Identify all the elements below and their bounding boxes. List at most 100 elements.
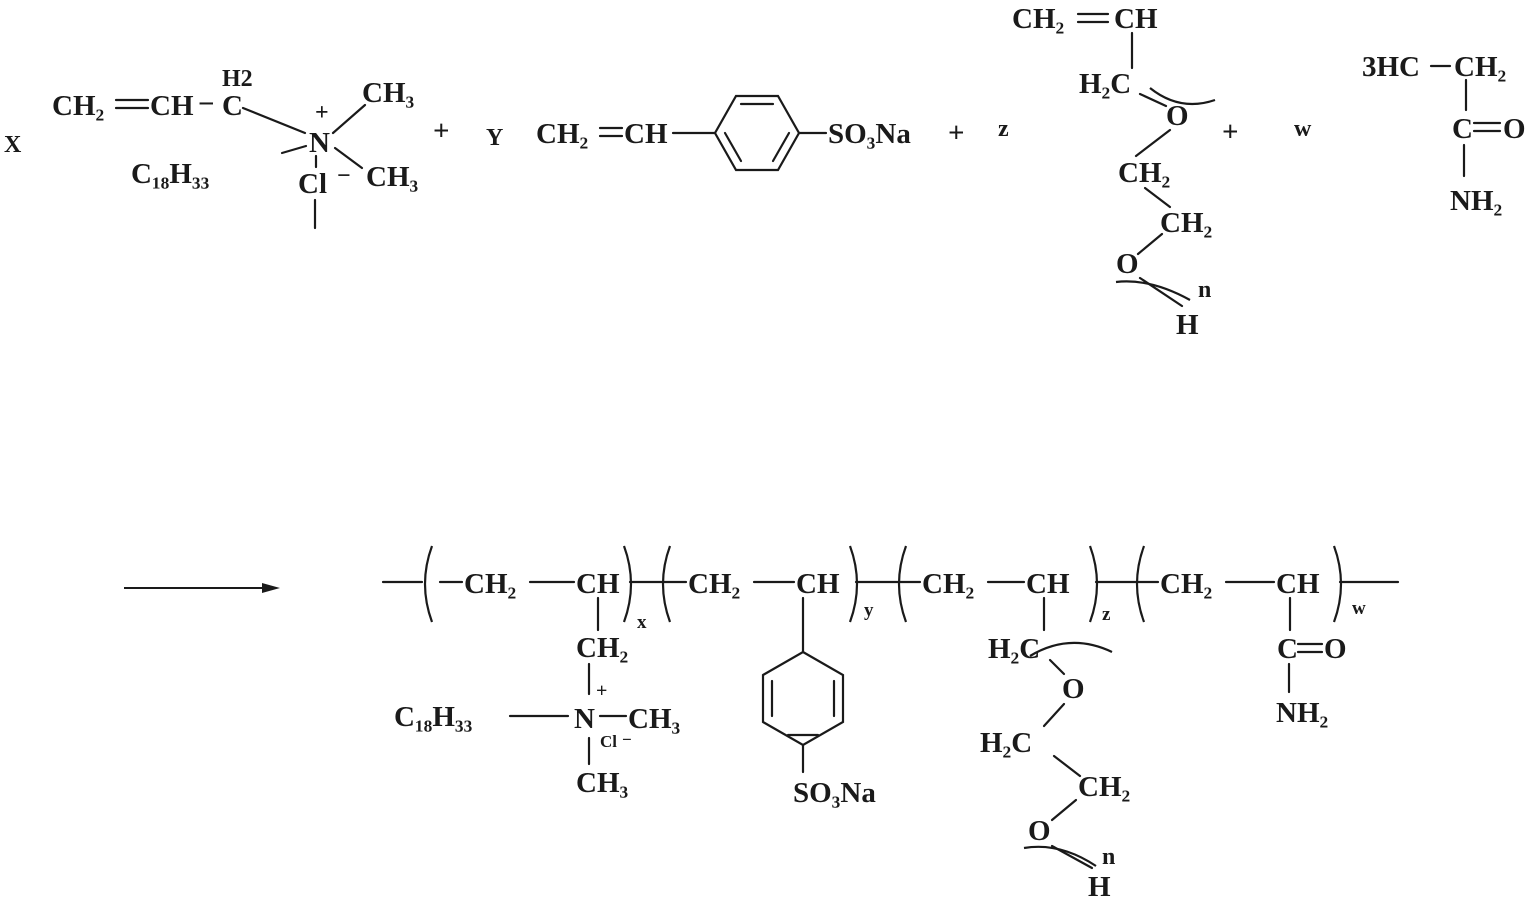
label-n: N <box>309 127 330 159</box>
bond-o1-h2c <box>1042 702 1066 728</box>
label-ch2-vinyl: CH₂ <box>1012 3 1064 35</box>
benzene-ring <box>713 94 801 172</box>
label-ch: CH <box>796 568 840 600</box>
coefficient-w: w <box>1294 116 1312 142</box>
paren-close-x <box>622 545 633 623</box>
label-ch2: CH₂ <box>464 568 516 600</box>
label-ch: CH <box>150 90 194 122</box>
repeat-paren-left <box>1149 87 1216 106</box>
paren-open-z <box>897 545 908 623</box>
bond-ch2-ch2 <box>1143 186 1172 209</box>
bond-c-o1 <box>1138 92 1168 108</box>
plus-2: + <box>948 117 965 149</box>
label-ch2: CH₂ <box>1454 51 1506 83</box>
label-so3na: SO₃Na <box>793 777 876 809</box>
label-n: N <box>574 703 595 735</box>
label-h2c-1: H₂C <box>988 633 1040 665</box>
label-h: H <box>1088 871 1111 902</box>
benzene-ring <box>761 650 845 747</box>
paren-close-w <box>1332 545 1343 623</box>
label-h: H <box>1176 309 1199 341</box>
repeat-paren-right <box>1115 280 1191 301</box>
label-ch2-vinyl: CH₂ <box>536 118 588 150</box>
label-3hc: 3HC <box>1362 51 1420 83</box>
label-ch: CH <box>576 568 620 600</box>
plus-charge: + <box>315 100 329 126</box>
product-copolymer: CH₂ CH x CH₂ CH y CH₂ CH z CH₂ CH w CH₂ … <box>381 545 1400 902</box>
bond-n-ch3-top <box>331 103 367 135</box>
label-ch2-a: CH₂ <box>1118 157 1170 189</box>
paren-open-w <box>1135 545 1146 623</box>
label-h2c-2: H₂C <box>980 727 1032 759</box>
plus-charge: + <box>596 680 607 702</box>
paren-open-y <box>661 545 672 623</box>
bond-h2c-o1 <box>1048 658 1066 676</box>
label-c: C <box>1452 113 1473 145</box>
bond-ch2-o2 <box>1136 232 1164 256</box>
label-nh2: NH₂ <box>1450 185 1502 217</box>
paren-close-y <box>848 545 859 623</box>
paren-open-x <box>423 545 434 623</box>
label-ch2-b: CH₂ <box>1160 207 1212 239</box>
coefficient-z: z <box>998 116 1009 142</box>
reactant-quaternary-ammonium: X CH₂ CH − C H2 + N CH₃ CH₃ Cl − C₁₈H₃₃ … <box>4 66 450 230</box>
label-o: O <box>1324 633 1347 665</box>
label-n: n <box>1102 844 1115 870</box>
label-ch: CH <box>1114 3 1158 35</box>
label-o2: O <box>1028 815 1051 847</box>
arrow-head-icon <box>262 583 280 593</box>
paren-close-z <box>1088 545 1099 623</box>
bond-n-left <box>280 144 308 155</box>
label-o2: O <box>1116 248 1139 280</box>
label-n: n <box>1198 277 1211 303</box>
label-ch3-right: CH₃ <box>628 703 681 735</box>
plus-3: + <box>1222 116 1239 148</box>
label-ch2: CH₂ <box>1160 568 1212 600</box>
label-ch3-top: CH₃ <box>362 77 415 109</box>
repeat-paren-left <box>1029 641 1113 657</box>
label-ch2: CH₂ <box>688 568 740 600</box>
label-ch: CH <box>624 118 668 150</box>
label-c18h33: C₁₈H₃₃ <box>394 701 473 733</box>
label-c: C <box>222 90 243 122</box>
label-c: C <box>1277 633 1298 665</box>
coefficient-y: Y <box>486 125 503 151</box>
label-c18h33: C₁₈H₃₃ <box>131 158 210 190</box>
label-h2: H2 <box>222 66 253 92</box>
reactant-allyl-polyether: z CH₂ CH H₂C O CH₂ CH₂ O n H + <box>998 3 1239 341</box>
plus-1: + <box>433 115 450 147</box>
ring-double-3 <box>723 131 743 163</box>
coefficient-x: X <box>4 132 22 158</box>
label-cl: Cl <box>298 168 327 200</box>
label-ch: CH <box>1026 568 1070 600</box>
label-ch2-pendant: CH₂ <box>576 632 628 664</box>
label-ch3-bottom: CH₃ <box>576 767 629 799</box>
label-ch2: CH₂ <box>922 568 974 600</box>
minus-charge: − <box>337 163 351 189</box>
reactant-acrylamide: w 3HC CH₂ C O NH₂ <box>1294 51 1526 217</box>
bond-o1-ch2 <box>1134 128 1172 158</box>
reactant-styrene-sulfonate: Y CH₂ CH SO₃Na + <box>486 94 965 172</box>
subscript-x: x <box>637 612 647 633</box>
bond-c-n <box>241 106 307 135</box>
bond-ch2-o2 <box>1050 798 1078 822</box>
label-ch2-vinyl: CH₂ <box>52 90 104 122</box>
label-o1: O <box>1062 673 1085 705</box>
dash: − <box>198 88 215 120</box>
bond-n-ch3-bottom <box>333 146 364 170</box>
label-so3na: SO₃Na <box>828 118 911 150</box>
subscript-y: y <box>864 600 874 621</box>
subscript-z: z <box>1102 604 1111 625</box>
label-nh2: NH₂ <box>1276 697 1328 729</box>
label-o: O <box>1503 113 1526 145</box>
label-ch: CH <box>1276 568 1320 600</box>
bond-o2-h <box>1050 844 1094 870</box>
reaction-arrow <box>124 583 280 593</box>
label-ch3-bottom: CH₃ <box>366 161 419 193</box>
label-ch2: CH₂ <box>1078 771 1130 803</box>
label-h2c: H₂C <box>1079 68 1131 100</box>
subscript-w: w <box>1352 598 1366 619</box>
minus-charge: − <box>622 730 632 749</box>
ring-double-2 <box>771 131 791 163</box>
